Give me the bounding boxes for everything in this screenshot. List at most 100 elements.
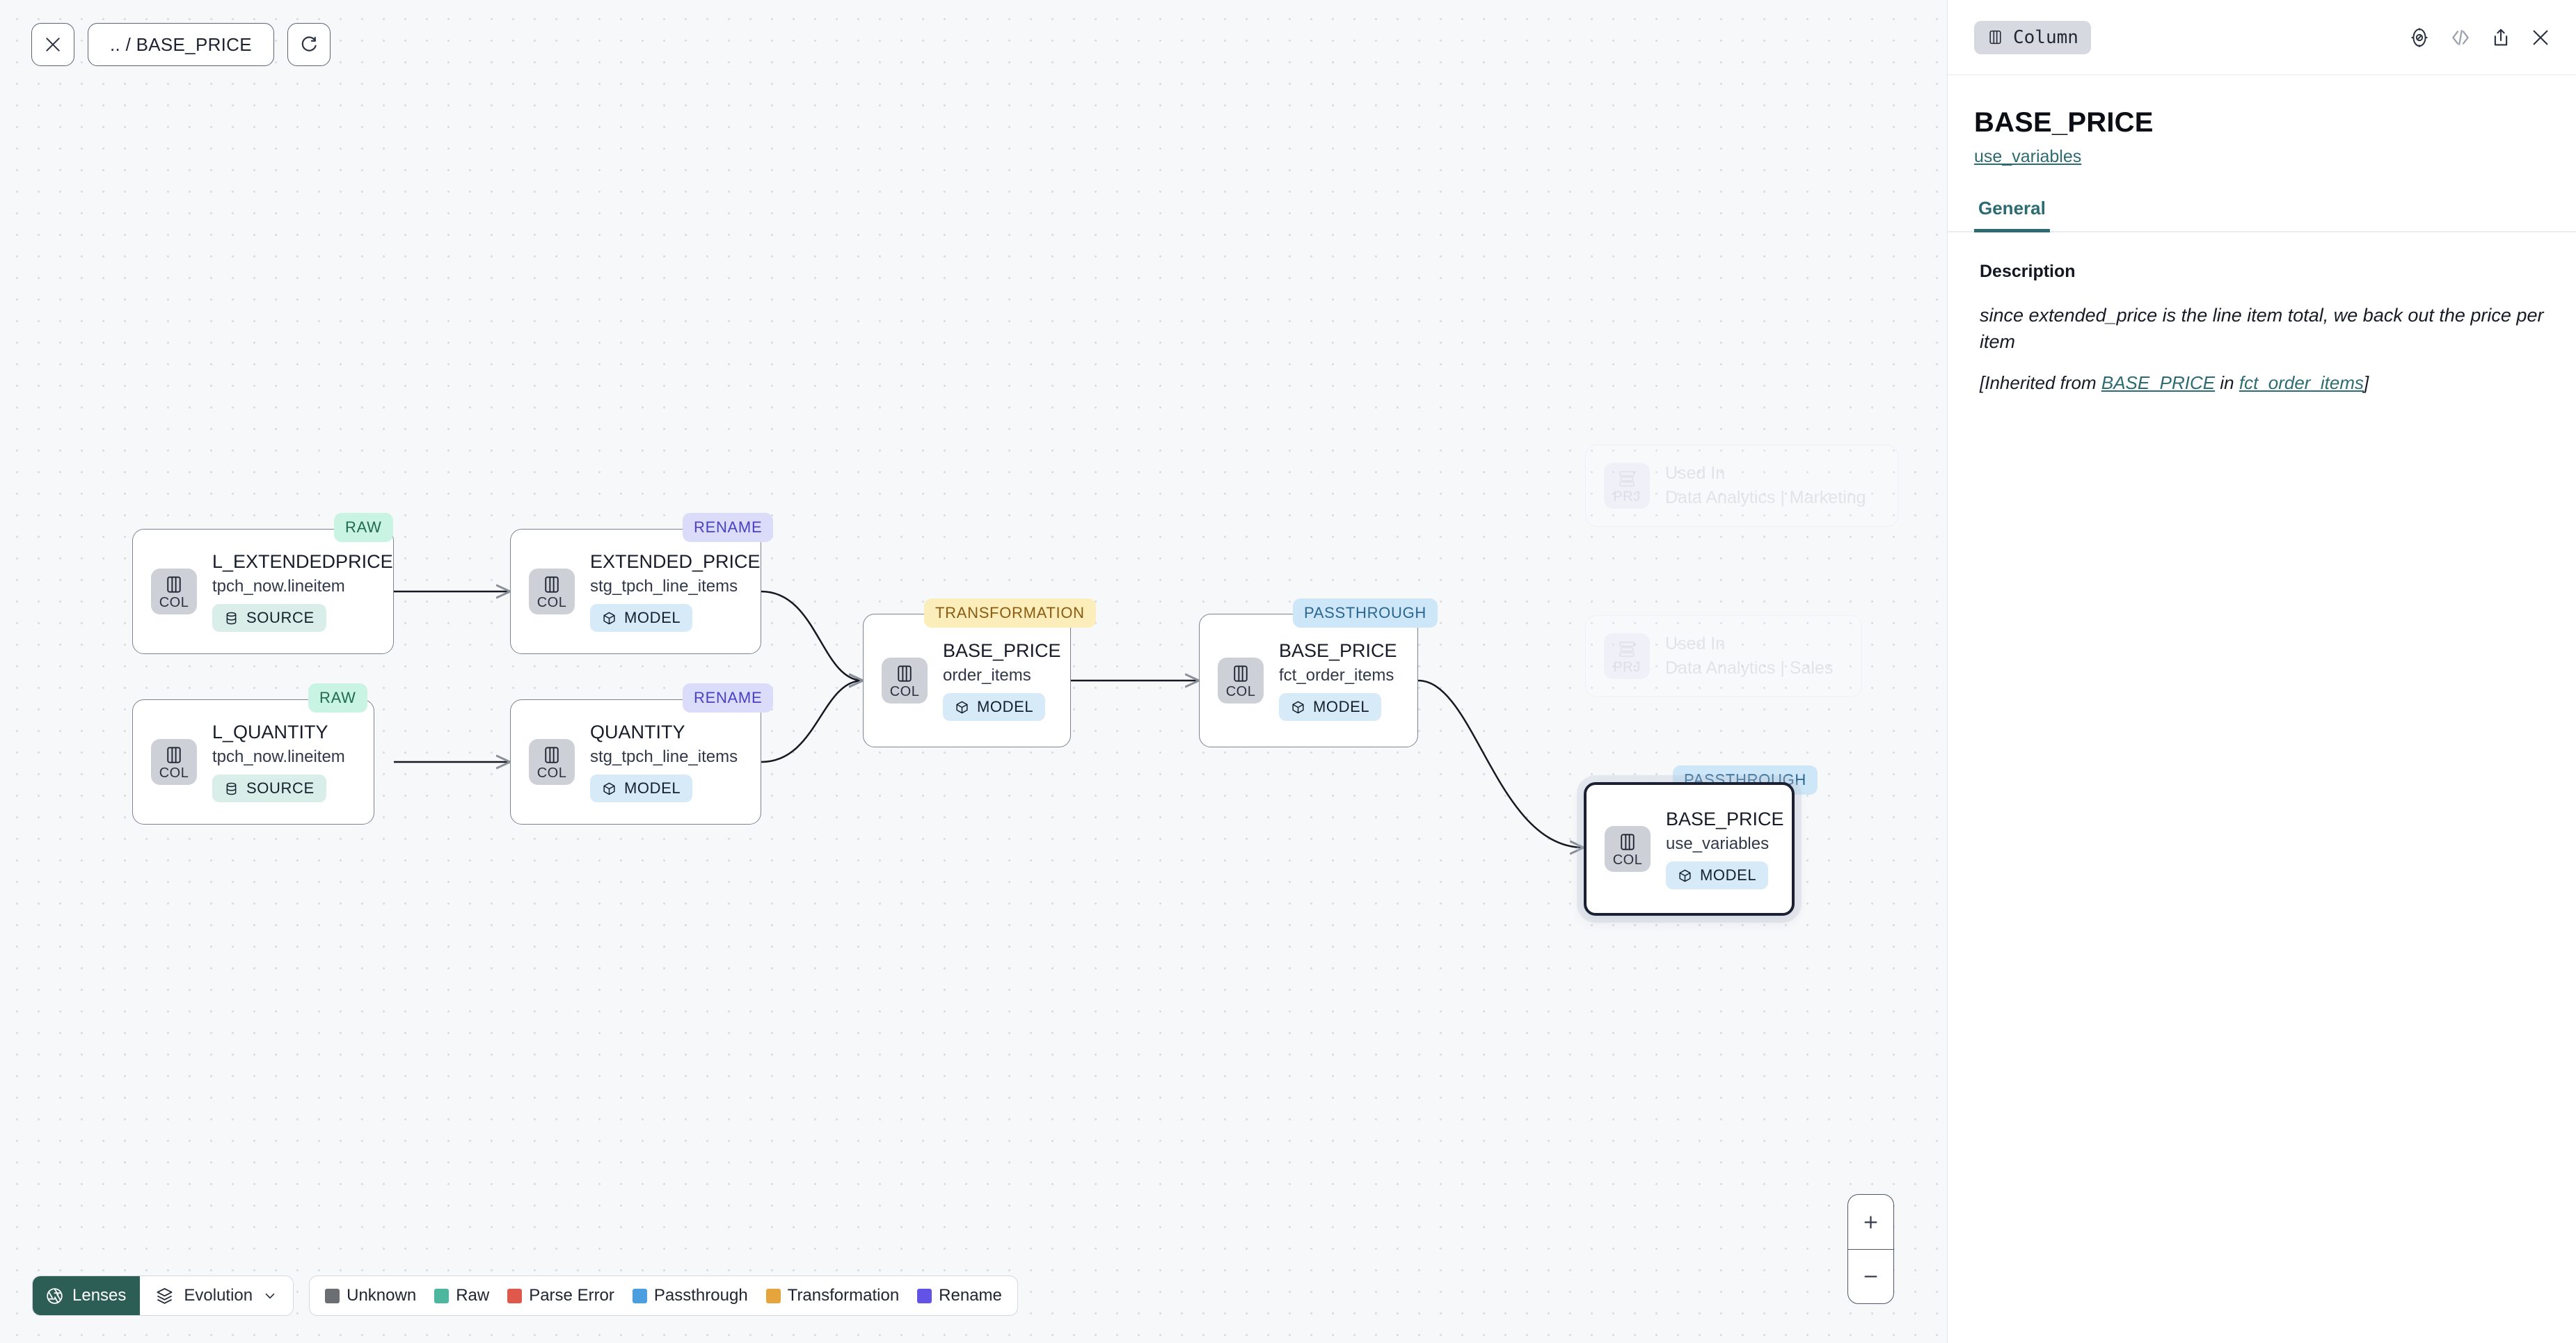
database-icon <box>226 782 237 795</box>
lineage-node-base-price-fct-order-items[interactable]: COL BASE_PRICE fct_order_items MODEL <box>1199 614 1418 747</box>
node-body: QUANTITY stg_tpch_line_items MODEL <box>590 722 738 803</box>
column-icon <box>167 746 181 763</box>
plus-icon <box>1864 1216 1877 1228</box>
legend-label: Unknown <box>347 1286 417 1305</box>
column-badge: COL <box>1218 658 1264 704</box>
node-title: L_QUANTITY <box>212 721 328 742</box>
lineage-canvas[interactable]: .. / BASE_PRICE <box>0 0 1947 1343</box>
cube-icon <box>1679 869 1691 882</box>
details-panel: Column BASE_PRICE use_variables <box>1947 0 2576 1343</box>
archive-icon <box>1619 641 1635 657</box>
lenses-button[interactable]: Lenses <box>33 1276 141 1315</box>
close-icon <box>46 38 60 51</box>
inherited-prefix: [Inherited from <box>1980 372 2101 393</box>
node-type-pill: SOURCE <box>212 604 326 633</box>
node-type-pill: MODEL <box>1279 693 1382 722</box>
column-icon <box>545 575 559 593</box>
parent-model-link[interactable]: use_variables <box>1974 147 2082 166</box>
column-icon <box>167 575 181 593</box>
node-subtitle: Data Analytics | Marketing <box>1665 488 1866 508</box>
close-button[interactable] <box>31 23 74 66</box>
evolution-dropdown[interactable]: Evolution <box>140 1276 294 1315</box>
lineage-node-l-quantity[interactable]: COL L_QUANTITY tpch_now.lineitem SOURCE <box>132 699 374 825</box>
share-button[interactable] <box>2490 27 2511 48</box>
entity-type-chip: Column <box>1974 20 2091 54</box>
column-badge: COL <box>529 739 575 785</box>
column-icon <box>1989 30 2001 45</box>
legend-label: Rename <box>939 1286 1002 1305</box>
legend-swatch <box>917 1288 932 1303</box>
zoom-out-button[interactable] <box>1848 1249 1893 1303</box>
inherited-note: [Inherited from BASE_PRICE in fct_order_… <box>1980 372 2544 394</box>
inherited-model-link[interactable]: fct_order_items <box>2239 372 2364 393</box>
lineage-node-base-price-use-variables[interactable]: COL BASE_PRICE use_variables MODEL <box>1584 782 1795 916</box>
column-badge: COL <box>1605 826 1651 872</box>
badge-label: PRJ <box>1613 659 1641 675</box>
node-title: Used In <box>1665 463 1726 483</box>
canvas-toolbar: .. / BASE_PRICE <box>31 23 331 66</box>
inherited-column-link[interactable]: BASE_PRICE <box>2101 372 2216 393</box>
used-in-node[interactable]: PRJ Used In Data Analytics | Marketing <box>1585 445 1898 527</box>
chip-label: Column <box>2013 26 2078 48</box>
node-subtitle: tpch_now.lineitem <box>212 576 345 596</box>
legend-swatch <box>434 1288 450 1303</box>
node-tag-rename: RENAME <box>683 513 774 542</box>
refresh-button[interactable] <box>287 23 331 66</box>
description-label: Description <box>1980 262 2076 281</box>
column-icon <box>898 665 912 682</box>
breadcrumb[interactable]: .. / BASE_PRICE <box>88 23 274 66</box>
column-badge: COL <box>151 739 197 785</box>
node-subtitle: use_variables <box>1666 834 1770 853</box>
column-icon <box>1234 665 1248 682</box>
node-body: BASE_PRICE use_variables MODEL <box>1666 809 1784 890</box>
node-tag-raw: RAW <box>334 513 393 542</box>
used-in-node[interactable]: PRJ Used In Data Analytics | Sales <box>1585 615 1862 697</box>
node-title: BASE_PRICE <box>943 639 1061 661</box>
node-subtitle: fct_order_items <box>1279 665 1394 685</box>
project-badge: PRJ <box>1604 633 1650 679</box>
lineage-node-l-extendedprice[interactable]: COL L_EXTENDEDPRICE tpch_now.lineitem SO… <box>132 529 394 654</box>
node-subtitle: tpch_now.lineitem <box>212 747 345 766</box>
node-body: L_QUANTITY tpch_now.lineitem SOURCE <box>212 722 345 803</box>
node-type-pill: MODEL <box>943 693 1046 722</box>
aperture-icon <box>47 1287 63 1304</box>
evolution-label: Evolution <box>184 1286 253 1305</box>
badge-label: COL <box>1225 683 1256 699</box>
zoom-in-button[interactable] <box>1848 1195 1893 1249</box>
legend-swatch <box>765 1288 781 1303</box>
node-tag-transformation: TRANSFORMATION <box>924 598 1096 628</box>
pill-label: MODEL <box>977 698 1034 716</box>
cube-icon <box>1292 701 1304 714</box>
node-tag-raw: RAW <box>308 683 367 713</box>
legend-swatch <box>632 1288 647 1303</box>
node-body: L_EXTENDEDPRICE tpch_now.lineitem SOURCE <box>212 551 393 633</box>
cube-icon <box>603 782 615 795</box>
node-type-pill: MODEL <box>590 774 693 803</box>
lineage-node-extended-price[interactable]: COL EXTENDED_PRICE stg_tpch_line_items M… <box>510 529 761 654</box>
tab-general[interactable]: General <box>1974 198 2050 232</box>
compass-button[interactable] <box>2408 26 2431 49</box>
legend-item: Passthrough <box>632 1286 748 1305</box>
node-body: BASE_PRICE order_items MODEL <box>943 640 1061 722</box>
node-type-pill: MODEL <box>590 604 693 633</box>
project-badge: PRJ <box>1604 463 1650 509</box>
node-subtitle: stg_tpch_line_items <box>590 576 738 596</box>
node-title: BASE_PRICE <box>1279 639 1397 661</box>
legend-item: Raw <box>434 1286 489 1305</box>
node-subtitle: Data Analytics | Sales <box>1665 658 1834 678</box>
column-badge: COL <box>882 658 928 704</box>
lineage-node-base-price-order-items[interactable]: COL BASE_PRICE order_items MODEL <box>863 614 1071 747</box>
legend-swatch <box>507 1288 523 1303</box>
legend-item: Unknown <box>325 1286 416 1305</box>
badge-label: COL <box>536 594 567 610</box>
chevron-down-icon <box>265 1293 275 1299</box>
panel-close-button[interactable] <box>2530 27 2551 48</box>
code-button[interactable] <box>2449 26 2472 49</box>
legend-item: Transformation <box>765 1286 899 1305</box>
legend-item: Parse Error <box>507 1286 614 1305</box>
inherited-suffix: ] <box>2364 372 2369 393</box>
lineage-node-quantity[interactable]: COL QUANTITY stg_tpch_line_items MODEL <box>510 699 761 825</box>
database-icon <box>226 612 237 625</box>
zoom-controls <box>1847 1194 1894 1304</box>
pill-label: MODEL <box>1313 698 1370 716</box>
